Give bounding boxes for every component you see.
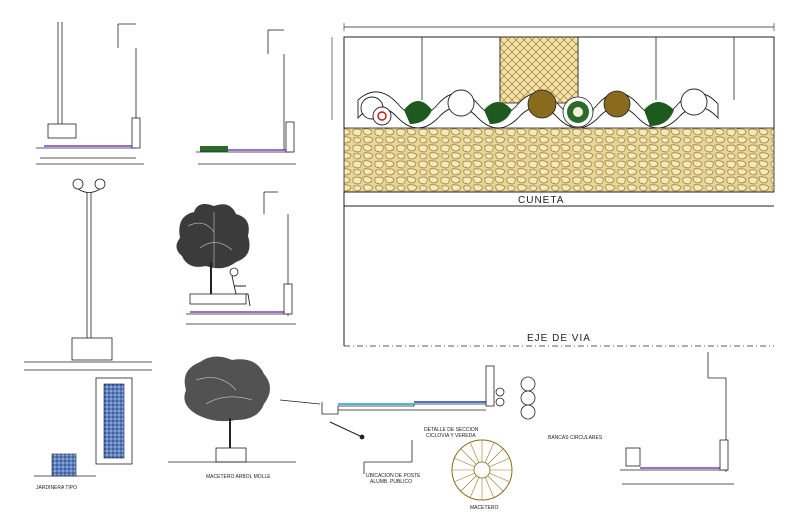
tree-molle-planter [168, 356, 296, 463]
cycleway-section-detail [279, 365, 495, 474]
section-sidewalk [196, 29, 296, 165]
round-planter-plan [451, 439, 513, 501]
label-macetero: MACETERO [470, 505, 498, 511]
label-cuneta: CUNETA [518, 195, 564, 206]
section-lamp-bench [36, 22, 144, 165]
label-detalle-seccion-1: DETALLE DE SECCION [424, 427, 479, 433]
label-detalle-seccion-2: CICLOVIA Y VEREDA [426, 433, 476, 439]
label-eje-de-via: EJE DE VIA [527, 333, 591, 344]
label-jardinera-tipo: JARDINERA TIPO [36, 485, 77, 491]
circular-benches [495, 376, 536, 420]
section-lamp-post [24, 178, 152, 371]
label-ubicacion-poste-1: UBICACION DE POSTE [366, 473, 421, 479]
label-macetero-arbol-molle: MACETERO ARBOL MOLLE [206, 474, 271, 480]
plan-view [331, 23, 775, 347]
section-bottom-right [620, 352, 734, 485]
planter-type-detail [34, 377, 133, 477]
label-bancas-circulares: BANCAS CIRCULARES [548, 435, 603, 441]
label-ubicacion-poste-2: ALUMB. PUBLICO [370, 479, 412, 485]
section-tree-bench [176, 191, 296, 325]
